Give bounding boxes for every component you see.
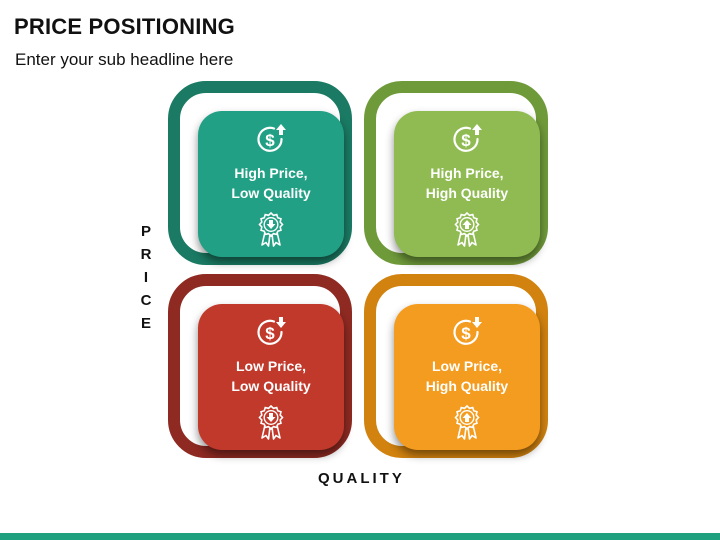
- quadrant-label: Low Price, High Quality: [394, 356, 540, 396]
- quality-axis-label: QUALITY: [318, 470, 405, 487]
- quadrant-label-line2: High Quality: [425, 185, 509, 201]
- svg-text:$: $: [265, 131, 275, 150]
- quadrant-label-line1: Low Price,: [235, 358, 307, 374]
- quadrant-label-line1: High Price,: [234, 165, 308, 181]
- price-axis-label: P R I C E: [138, 220, 154, 335]
- quadrant-label-line1: Low Price,: [431, 358, 503, 374]
- dollar-arrow-up-icon: $: [257, 124, 286, 152]
- quality-badge-up-icon: [454, 404, 480, 440]
- quadrant-label-line1: High Price,: [430, 165, 504, 181]
- price-axis-letter: E: [140, 315, 151, 332]
- quadrant-high-price-low-quality: $ High Price, Low Quality: [168, 81, 352, 265]
- dollar-arrow-up-icon: $: [453, 124, 482, 152]
- quadrant-label: High Price, High Quality: [394, 163, 540, 203]
- quadrant-low-price-high-quality: $ Low Price, High Quality: [364, 274, 548, 458]
- page-title: PRICE POSITIONING: [14, 14, 235, 39]
- quadrant-label-line2: High Quality: [425, 378, 509, 394]
- svg-text:$: $: [265, 324, 275, 343]
- svg-text:$: $: [461, 131, 471, 150]
- quadrant-card: $ High Price, High Quality: [394, 111, 540, 257]
- price-axis-letter: I: [143, 269, 149, 286]
- quadrant-card: $ Low Price, Low Quality: [198, 304, 344, 450]
- price-axis-letter: P: [140, 223, 151, 240]
- footer-accent-bar: [0, 533, 720, 540]
- quadrant-label: Low Price, Low Quality: [198, 356, 344, 396]
- svg-text:$: $: [461, 324, 471, 343]
- quadrant-card: $ Low Price, High Quality: [394, 304, 540, 450]
- quadrant-label: High Price, Low Quality: [198, 163, 344, 203]
- price-axis-letter: R: [140, 246, 152, 263]
- dollar-arrow-down-icon: $: [453, 317, 482, 345]
- price-axis-letter: C: [140, 292, 152, 309]
- quadrant-card: $ High Price, Low Quality: [198, 111, 344, 257]
- page-subtitle: Enter your sub headline here: [15, 50, 234, 69]
- dollar-arrow-down-icon: $: [257, 317, 286, 345]
- quality-badge-down-icon: [258, 211, 284, 247]
- quadrant-low-price-low-quality: $ Low Price, Low Quality: [168, 274, 352, 458]
- quality-badge-up-icon: [454, 211, 480, 247]
- quality-badge-down-icon: [258, 404, 284, 440]
- quadrant-label-line2: Low Quality: [231, 185, 311, 201]
- quadrant-high-price-high-quality: $ High Price, High Quality: [364, 81, 548, 265]
- quadrant-label-line2: Low Quality: [231, 378, 311, 394]
